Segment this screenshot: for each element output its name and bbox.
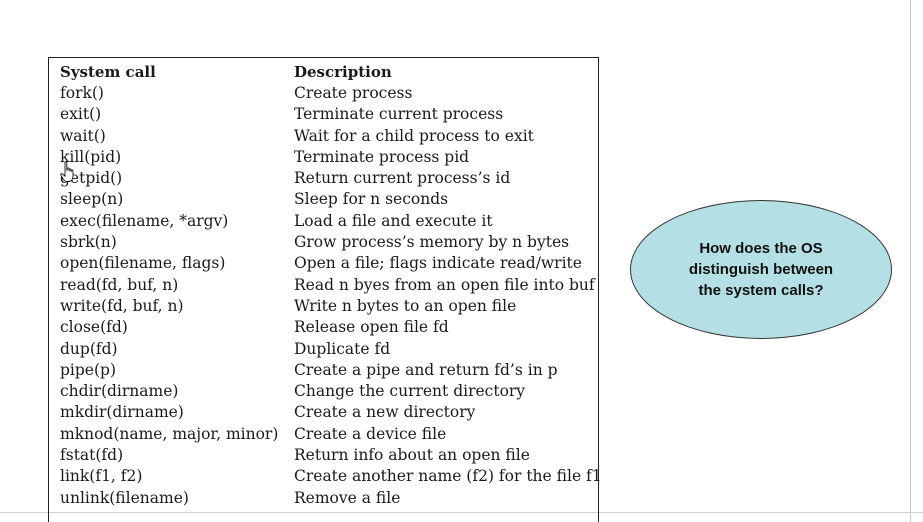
system-call-name: fork() xyxy=(60,84,104,102)
system-call-name: pipe(p) xyxy=(60,360,116,379)
table-row: getpid() Return current process’s id xyxy=(49,168,598,189)
system-call-description: Terminate current process xyxy=(294,105,504,124)
system-call-name: exec(filename, *argv) xyxy=(60,211,229,230)
question-callout: How does the OS distinguish between the … xyxy=(630,200,892,339)
table-row: write(fd, buf, n) Write n bytes to an ope… xyxy=(49,296,598,317)
system-call-description: Create a new directory xyxy=(294,403,476,422)
system-call-description: Create a pipe and return fd’s in p xyxy=(294,360,558,379)
system-call-name: open(filename, flags) xyxy=(60,254,226,273)
table-row: pipe(p) Create a pipe and return fd’s in … xyxy=(49,360,598,381)
table-row: close(fd) Release open file fd xyxy=(49,317,598,338)
hand-pointer-icon xyxy=(60,161,74,182)
slide-edge xyxy=(910,0,911,522)
system-call-description: Wait for a child process to exit xyxy=(294,126,534,145)
system-call-description: Change the current directory xyxy=(294,382,526,401)
table-row: fork() Create process xyxy=(49,83,598,104)
system-call-name: link(f1, f2) xyxy=(60,467,143,486)
system-call-name: kill(pid) xyxy=(60,147,122,166)
table-row: open(filename, flags) Open a file; flags … xyxy=(49,253,598,274)
header-system-call: System call xyxy=(60,63,156,81)
system-call-name: getpid() xyxy=(60,169,123,188)
system-call-description: Load a file and execute it xyxy=(294,211,493,230)
table-row: wait() Wait for a child process to exit xyxy=(49,126,598,147)
system-call-description: Release open file fd xyxy=(294,318,449,337)
system-call-name: exit() xyxy=(60,105,102,124)
header-description: Description xyxy=(294,63,392,81)
system-call-name: sbrk(n) xyxy=(60,233,117,252)
system-call-name: close(fd) xyxy=(60,318,128,337)
table-row: chdir(dirname) Change the current directo… xyxy=(49,381,598,402)
system-call-name: write(fd, buf, n) xyxy=(60,296,184,315)
system-call-name: mkdir(dirname) xyxy=(60,403,184,422)
table-row: fstat(fd) Return info about an open file xyxy=(49,445,598,466)
table-row: read(fd, buf, n) Read n byes from an open… xyxy=(49,275,598,296)
system-call-name: read(fd, buf, n) xyxy=(60,275,179,294)
system-call-name: wait() xyxy=(60,126,106,145)
system-call-name: unlink(filename) xyxy=(60,488,189,507)
table-row: mknod(name, major, minor) Create a device… xyxy=(49,424,598,445)
system-call-description: Return current process’s id xyxy=(294,169,511,188)
table-row: sbrk(n) Grow process’s memory by n bytes xyxy=(49,232,598,253)
table-row: sleep(n) Sleep for n seconds xyxy=(49,189,598,210)
table-row: link(f1, f2) Create another name (f2) for… xyxy=(49,466,602,487)
system-call-description: Open a file; flags indicate read/write xyxy=(294,254,582,273)
table-row: dup(fd) Duplicate fd xyxy=(49,339,598,360)
system-call-description: Grow process’s memory by n bytes xyxy=(294,233,570,252)
system-call-description: Create a device file xyxy=(294,424,447,443)
system-call-name: chdir(dirname) xyxy=(60,382,179,401)
slide-bottom-edge xyxy=(0,512,923,513)
table-rows: fork() Create process exit() Terminate curr… xyxy=(49,83,602,509)
system-call-description: Duplicate fd xyxy=(294,339,391,358)
system-call-description: Create process xyxy=(294,84,413,102)
system-call-name: mknod(name, major, minor) xyxy=(60,424,279,443)
system-call-table: System call Description fork() Create pro… xyxy=(48,57,602,522)
system-call-description: Create another name (f2) for the file f1 xyxy=(294,467,602,486)
table-row: exit() Terminate current process xyxy=(49,104,598,125)
table-row: unlink(filename) Remove a file xyxy=(49,488,598,509)
table-row: exec(filename, *argv) Load a file and exe… xyxy=(49,211,598,232)
system-call-name: dup(fd) xyxy=(60,339,118,358)
table-row: mkdir(dirname) Create a new directory xyxy=(49,402,598,423)
callout-text: How does the OS distinguish between the … xyxy=(688,240,834,299)
system-call-description: Write n bytes to an open file xyxy=(294,296,517,315)
system-call-name: sleep(n) xyxy=(60,190,124,209)
table-row: kill(pid) Terminate process pid xyxy=(49,147,598,168)
system-call-description: Sleep for n seconds xyxy=(294,190,449,209)
system-call-description: Return info about an open file xyxy=(294,446,530,465)
system-call-description: Terminate process pid xyxy=(294,147,470,166)
system-call-description: Remove a file xyxy=(294,488,401,507)
system-call-name: fstat(fd) xyxy=(60,446,124,465)
system-call-description: Read n byes from an open file into buf xyxy=(294,275,595,294)
